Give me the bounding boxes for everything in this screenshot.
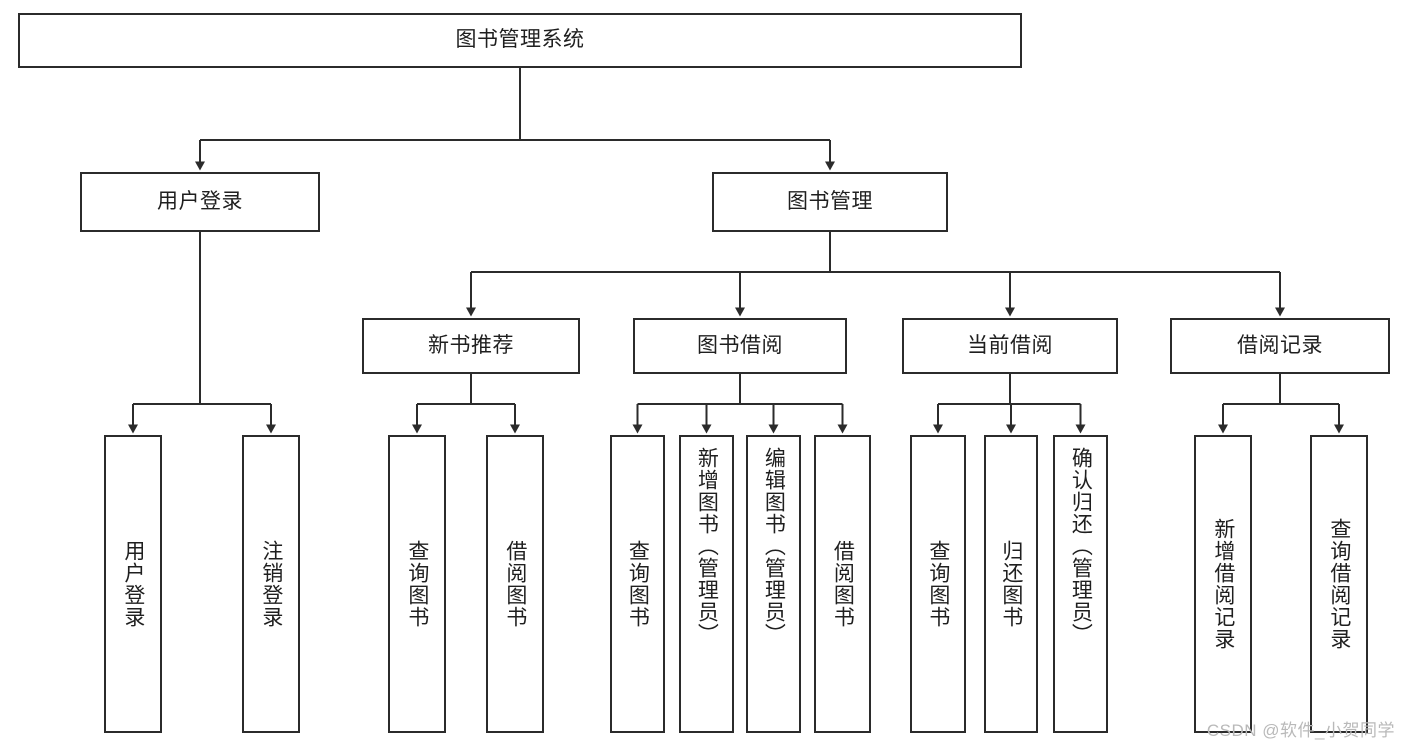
level3-node-3-label: 借阅记录	[1237, 333, 1323, 357]
leaf-node-2[interactable]: 查询图书	[388, 435, 446, 733]
root-node-0[interactable]: 图书管理系统	[18, 13, 1022, 68]
level2-node-0-label: 用户登录	[157, 189, 243, 213]
leaf-node-10[interactable]: 确认归还（管理员）	[1053, 435, 1108, 733]
leaf-node-7[interactable]: 借阅图书	[814, 435, 871, 733]
leaf-node-5-label: 新增图书（管理员）	[695, 447, 719, 645]
level3-node-2-label: 当前借阅	[967, 333, 1053, 357]
level3-node-1[interactable]: 图书借阅	[633, 318, 847, 374]
level3-node-3[interactable]: 借阅记录	[1170, 318, 1390, 374]
leaf-node-0[interactable]: 用户登录	[104, 435, 162, 733]
leaf-node-4-label: 查询图书	[626, 540, 650, 628]
leaf-node-8[interactable]: 查询图书	[910, 435, 966, 733]
leaf-node-3[interactable]: 借阅图书	[486, 435, 544, 733]
leaf-node-0-label: 用户登录	[121, 540, 145, 628]
leaf-node-10-label: 确认归还（管理员）	[1069, 447, 1093, 645]
leaf-node-3-label: 借阅图书	[503, 540, 527, 628]
leaf-node-5[interactable]: 新增图书（管理员）	[679, 435, 734, 733]
leaf-node-8-label: 查询图书	[926, 540, 950, 628]
watermark-label: CSDN @软件_小贺同学	[1206, 721, 1395, 740]
level3-node-0[interactable]: 新书推荐	[362, 318, 580, 374]
level3-node-0-label: 新书推荐	[428, 333, 514, 357]
root-node-0-label: 图书管理系统	[455, 28, 585, 52]
leaf-node-2-label: 查询图书	[405, 540, 429, 628]
leaf-node-6-label: 编辑图书（管理员）	[762, 447, 786, 645]
leaf-node-7-label: 借阅图书	[831, 540, 855, 628]
level2-node-1-label: 图书管理	[787, 189, 873, 213]
leaf-node-9-label: 归还图书	[999, 540, 1023, 628]
leaf-node-12[interactable]: 查询借阅记录	[1310, 435, 1368, 733]
level2-node-1[interactable]: 图书管理	[712, 172, 948, 232]
leaf-node-11[interactable]: 新增借阅记录	[1194, 435, 1252, 733]
leaf-node-1[interactable]: 注销登录	[242, 435, 300, 733]
level2-node-0[interactable]: 用户登录	[80, 172, 320, 232]
leaf-node-4[interactable]: 查询图书	[610, 435, 665, 733]
level3-node-2[interactable]: 当前借阅	[902, 318, 1118, 374]
leaf-node-12-label: 查询借阅记录	[1327, 518, 1351, 650]
level3-node-1-label: 图书借阅	[697, 333, 783, 357]
leaf-node-11-label: 新增借阅记录	[1211, 518, 1235, 650]
leaf-node-1-label: 注销登录	[259, 540, 283, 628]
leaf-node-6[interactable]: 编辑图书（管理员）	[746, 435, 801, 733]
leaf-node-9[interactable]: 归还图书	[984, 435, 1038, 733]
